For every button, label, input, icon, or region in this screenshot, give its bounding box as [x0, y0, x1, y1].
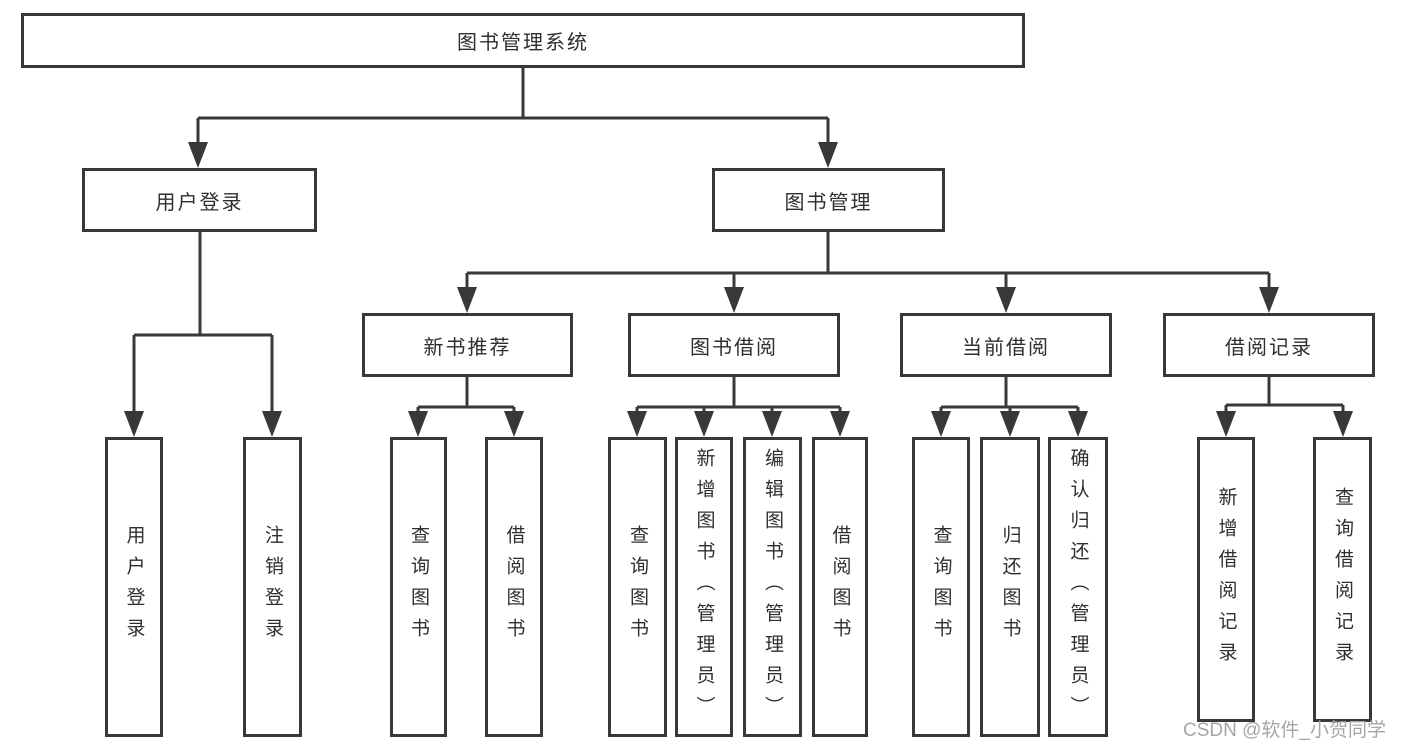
- node-new-book-recommend-label: 新书推荐: [423, 336, 512, 359]
- leaf-user-login: 用户登录: [105, 437, 163, 737]
- leaf-add-borrow-record: 新增借阅记录: [1197, 437, 1255, 722]
- node-current-borrow-label: 当前借阅: [962, 336, 1050, 359]
- leaf-user-login-label: 用户登录: [123, 525, 145, 649]
- node-book-management-label: 图书管理: [784, 191, 873, 214]
- leaf-query-borrow-record: 查询借阅记录: [1313, 437, 1372, 722]
- leaf-borrow-book: 借阅图书: [812, 437, 868, 737]
- leaf-query-book-borrow: 查询图书: [608, 437, 667, 737]
- leaf-borrow-book-recommend: 借阅图书: [485, 437, 543, 737]
- node-borrow-record-label: 借阅记录: [1225, 336, 1313, 359]
- leaf-query-borrow-record-label: 查询借阅记录: [1332, 486, 1353, 673]
- leaf-query-book-borrow-label: 查询图书: [627, 525, 648, 649]
- leaf-return-book-label: 归还图书: [999, 525, 1021, 649]
- leaf-confirm-return-admin-label: 确认归还（管理员）: [1067, 447, 1089, 727]
- leaf-add-book-admin-label: 新增图书（管理员）: [693, 447, 715, 727]
- leaf-edit-book-admin-label: 编辑图书（管理员）: [762, 447, 783, 727]
- leaf-query-book-current: 查询图书: [912, 437, 970, 737]
- node-current-borrow: 当前借阅: [900, 313, 1112, 377]
- leaf-add-book-admin: 新增图书（管理员）: [675, 437, 733, 737]
- leaf-confirm-return-admin: 确认归还（管理员）: [1048, 437, 1108, 737]
- node-user-login: 用户登录: [82, 168, 317, 232]
- node-root-system-label: 图书管理系统: [457, 32, 589, 54]
- leaf-borrow-book-label: 借阅图书: [829, 525, 851, 649]
- node-book-management: 图书管理: [712, 168, 945, 232]
- node-user-login-label: 用户登录: [155, 191, 244, 214]
- node-new-book-recommend: 新书推荐: [362, 313, 573, 377]
- leaf-query-book-recommend-label: 查询图书: [408, 525, 429, 649]
- csdn-watermark: CSDN @软件_小贺同学: [1183, 720, 1386, 741]
- node-root-system: 图书管理系统: [21, 13, 1025, 68]
- arrowheads: [124, 142, 1353, 437]
- leaf-logout-login: 注销登录: [243, 437, 302, 737]
- leaf-borrow-book-recommend-label: 借阅图书: [503, 525, 525, 649]
- leaf-return-book: 归还图书: [980, 437, 1040, 737]
- leaf-logout-login-label: 注销登录: [262, 525, 283, 649]
- leaf-query-book-current-label: 查询图书: [930, 525, 952, 649]
- node-borrow-record: 借阅记录: [1163, 313, 1375, 377]
- leaf-query-book-recommend: 查询图书: [390, 437, 447, 737]
- node-book-borrow-label: 图书借阅: [690, 336, 778, 359]
- node-book-borrow: 图书借阅: [628, 313, 840, 377]
- leaf-add-borrow-record-label: 新增借阅记录: [1215, 486, 1237, 673]
- leaf-edit-book-admin: 编辑图书（管理员）: [743, 437, 802, 737]
